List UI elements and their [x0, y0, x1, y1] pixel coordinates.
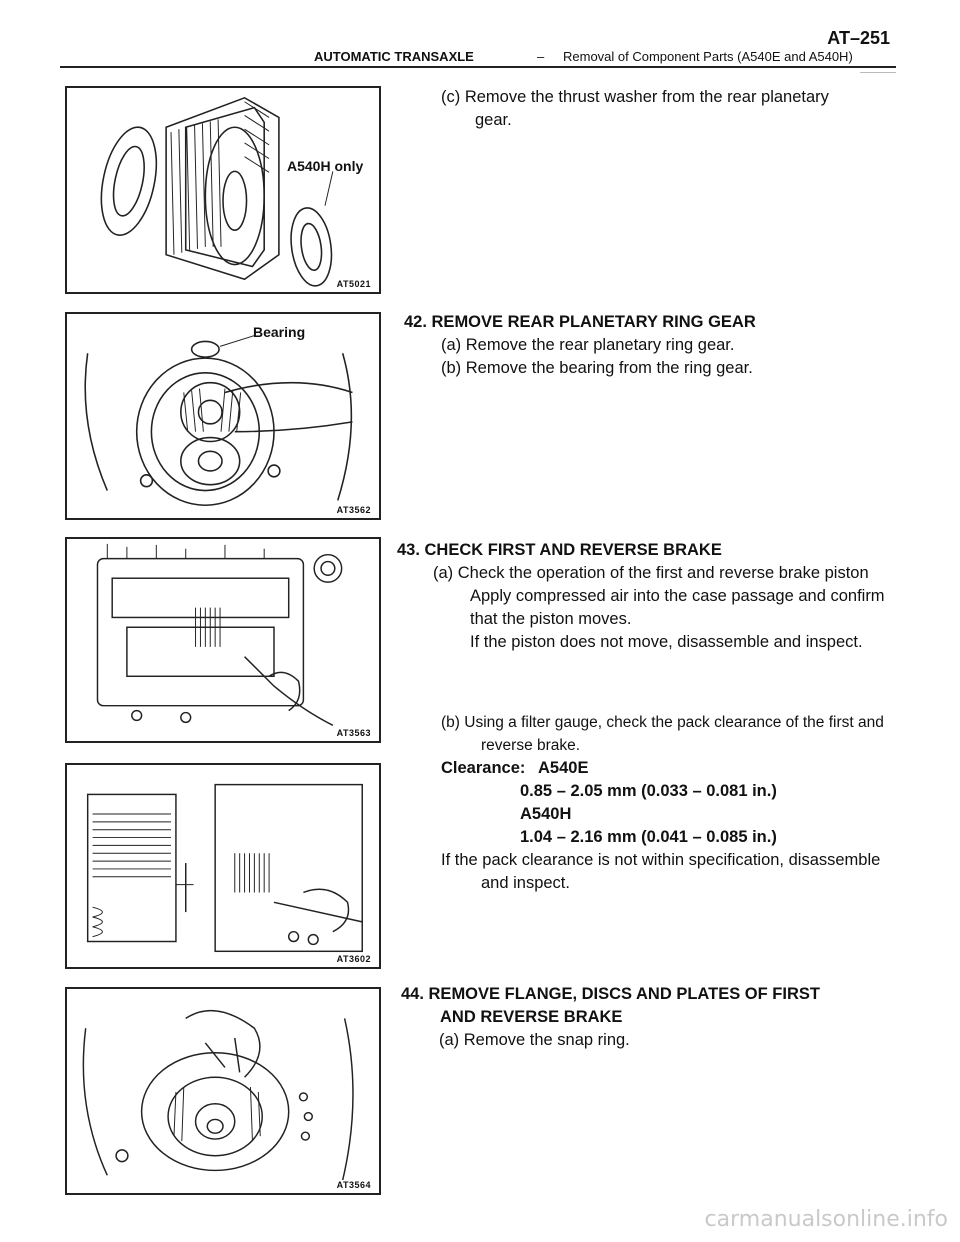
watermark: carmanualsonline.info	[704, 1207, 948, 1232]
step-43b-note-line2: and inspect.	[481, 874, 570, 892]
step-42a: (a) Remove the rear planetary ring gear.	[441, 336, 735, 354]
header-rule	[60, 66, 896, 68]
snap-ring-illustration	[82, 1009, 354, 1181]
step-41c-line2: gear.	[475, 111, 512, 129]
figure-code: AT3564	[334, 1180, 373, 1190]
step-42-heading: 42. REMOVE REAR PLANETARY RING GEAR	[404, 313, 756, 331]
step-44-heading-line2: AND REVERSE BRAKE	[440, 1008, 623, 1026]
section-subtitle: Removal of Component Parts (A540E and A5…	[563, 49, 853, 64]
figure-thrust-washer: A540H only AT5021	[65, 86, 381, 294]
clearance-value-a540h: 1.04 – 2.16 mm (0.041 – 0.085 in.)	[520, 828, 777, 846]
header-separator: –	[537, 49, 545, 64]
step-43a-line4: If the piston does not move, disassemble…	[470, 633, 863, 651]
section-title: AUTOMATIC TRANSAXLE	[314, 49, 474, 64]
ring-gear-illustration	[84, 335, 353, 507]
clearance-label: Clearance:	[441, 759, 526, 777]
figure-code: AT3562	[334, 505, 373, 515]
step-43-heading: 43. CHECK FIRST AND REVERSE BRAKE	[397, 541, 722, 559]
step-43a-line3: that the piston moves.	[470, 610, 632, 628]
step-42b: (b) Remove the bearing from the ring gea…	[441, 359, 753, 377]
step-44a: (a) Remove the snap ring.	[439, 1031, 630, 1049]
step-43a: (a) Check the operation of the first and…	[433, 564, 869, 582]
figure-code: AT3602	[334, 954, 373, 964]
step-43b-line2: reverse brake.	[481, 737, 581, 754]
model-a540h: A540H	[520, 805, 572, 823]
page-header: AUTOMATIC TRANSAXLE – Removal of Compone…	[60, 24, 896, 73]
figure-snap-ring: AT3564	[65, 987, 381, 1195]
transaxle-case-illustration	[96, 543, 343, 726]
clearance-value-a540e: 0.85 – 2.05 mm (0.033 – 0.081 in.)	[520, 782, 777, 800]
step-41c-line1: (c) Remove the thrust washer from the re…	[441, 88, 829, 106]
figure-code: AT3563	[334, 728, 373, 738]
figure-pack-clearance: AT3602	[65, 763, 381, 969]
figure-brake-piston-check: AT3563	[65, 537, 381, 743]
planetary-gear-illustration	[100, 96, 334, 287]
figure-ring-gear: Bearing AT3562	[65, 312, 381, 520]
figure-callout-a540h: A540H only	[287, 158, 364, 174]
brake-pack-illustration	[86, 783, 363, 953]
step-43a-line2: Apply compressed air into the case passa…	[470, 587, 885, 605]
step-44-heading-line1: 44. REMOVE FLANGE, DISCS AND PLATES OF F…	[401, 985, 820, 1003]
page-number: AT–251	[827, 28, 890, 48]
figure-code: AT5021	[334, 279, 373, 289]
step-43b-line1: (b) Using a filter gauge, check the pack…	[441, 714, 884, 731]
step-43b-note-line1: If the pack clearance is not within spec…	[441, 851, 881, 869]
header-tick	[860, 72, 896, 73]
model-a540e: A540E	[538, 759, 589, 777]
figure-callout-bearing: Bearing	[253, 324, 306, 340]
